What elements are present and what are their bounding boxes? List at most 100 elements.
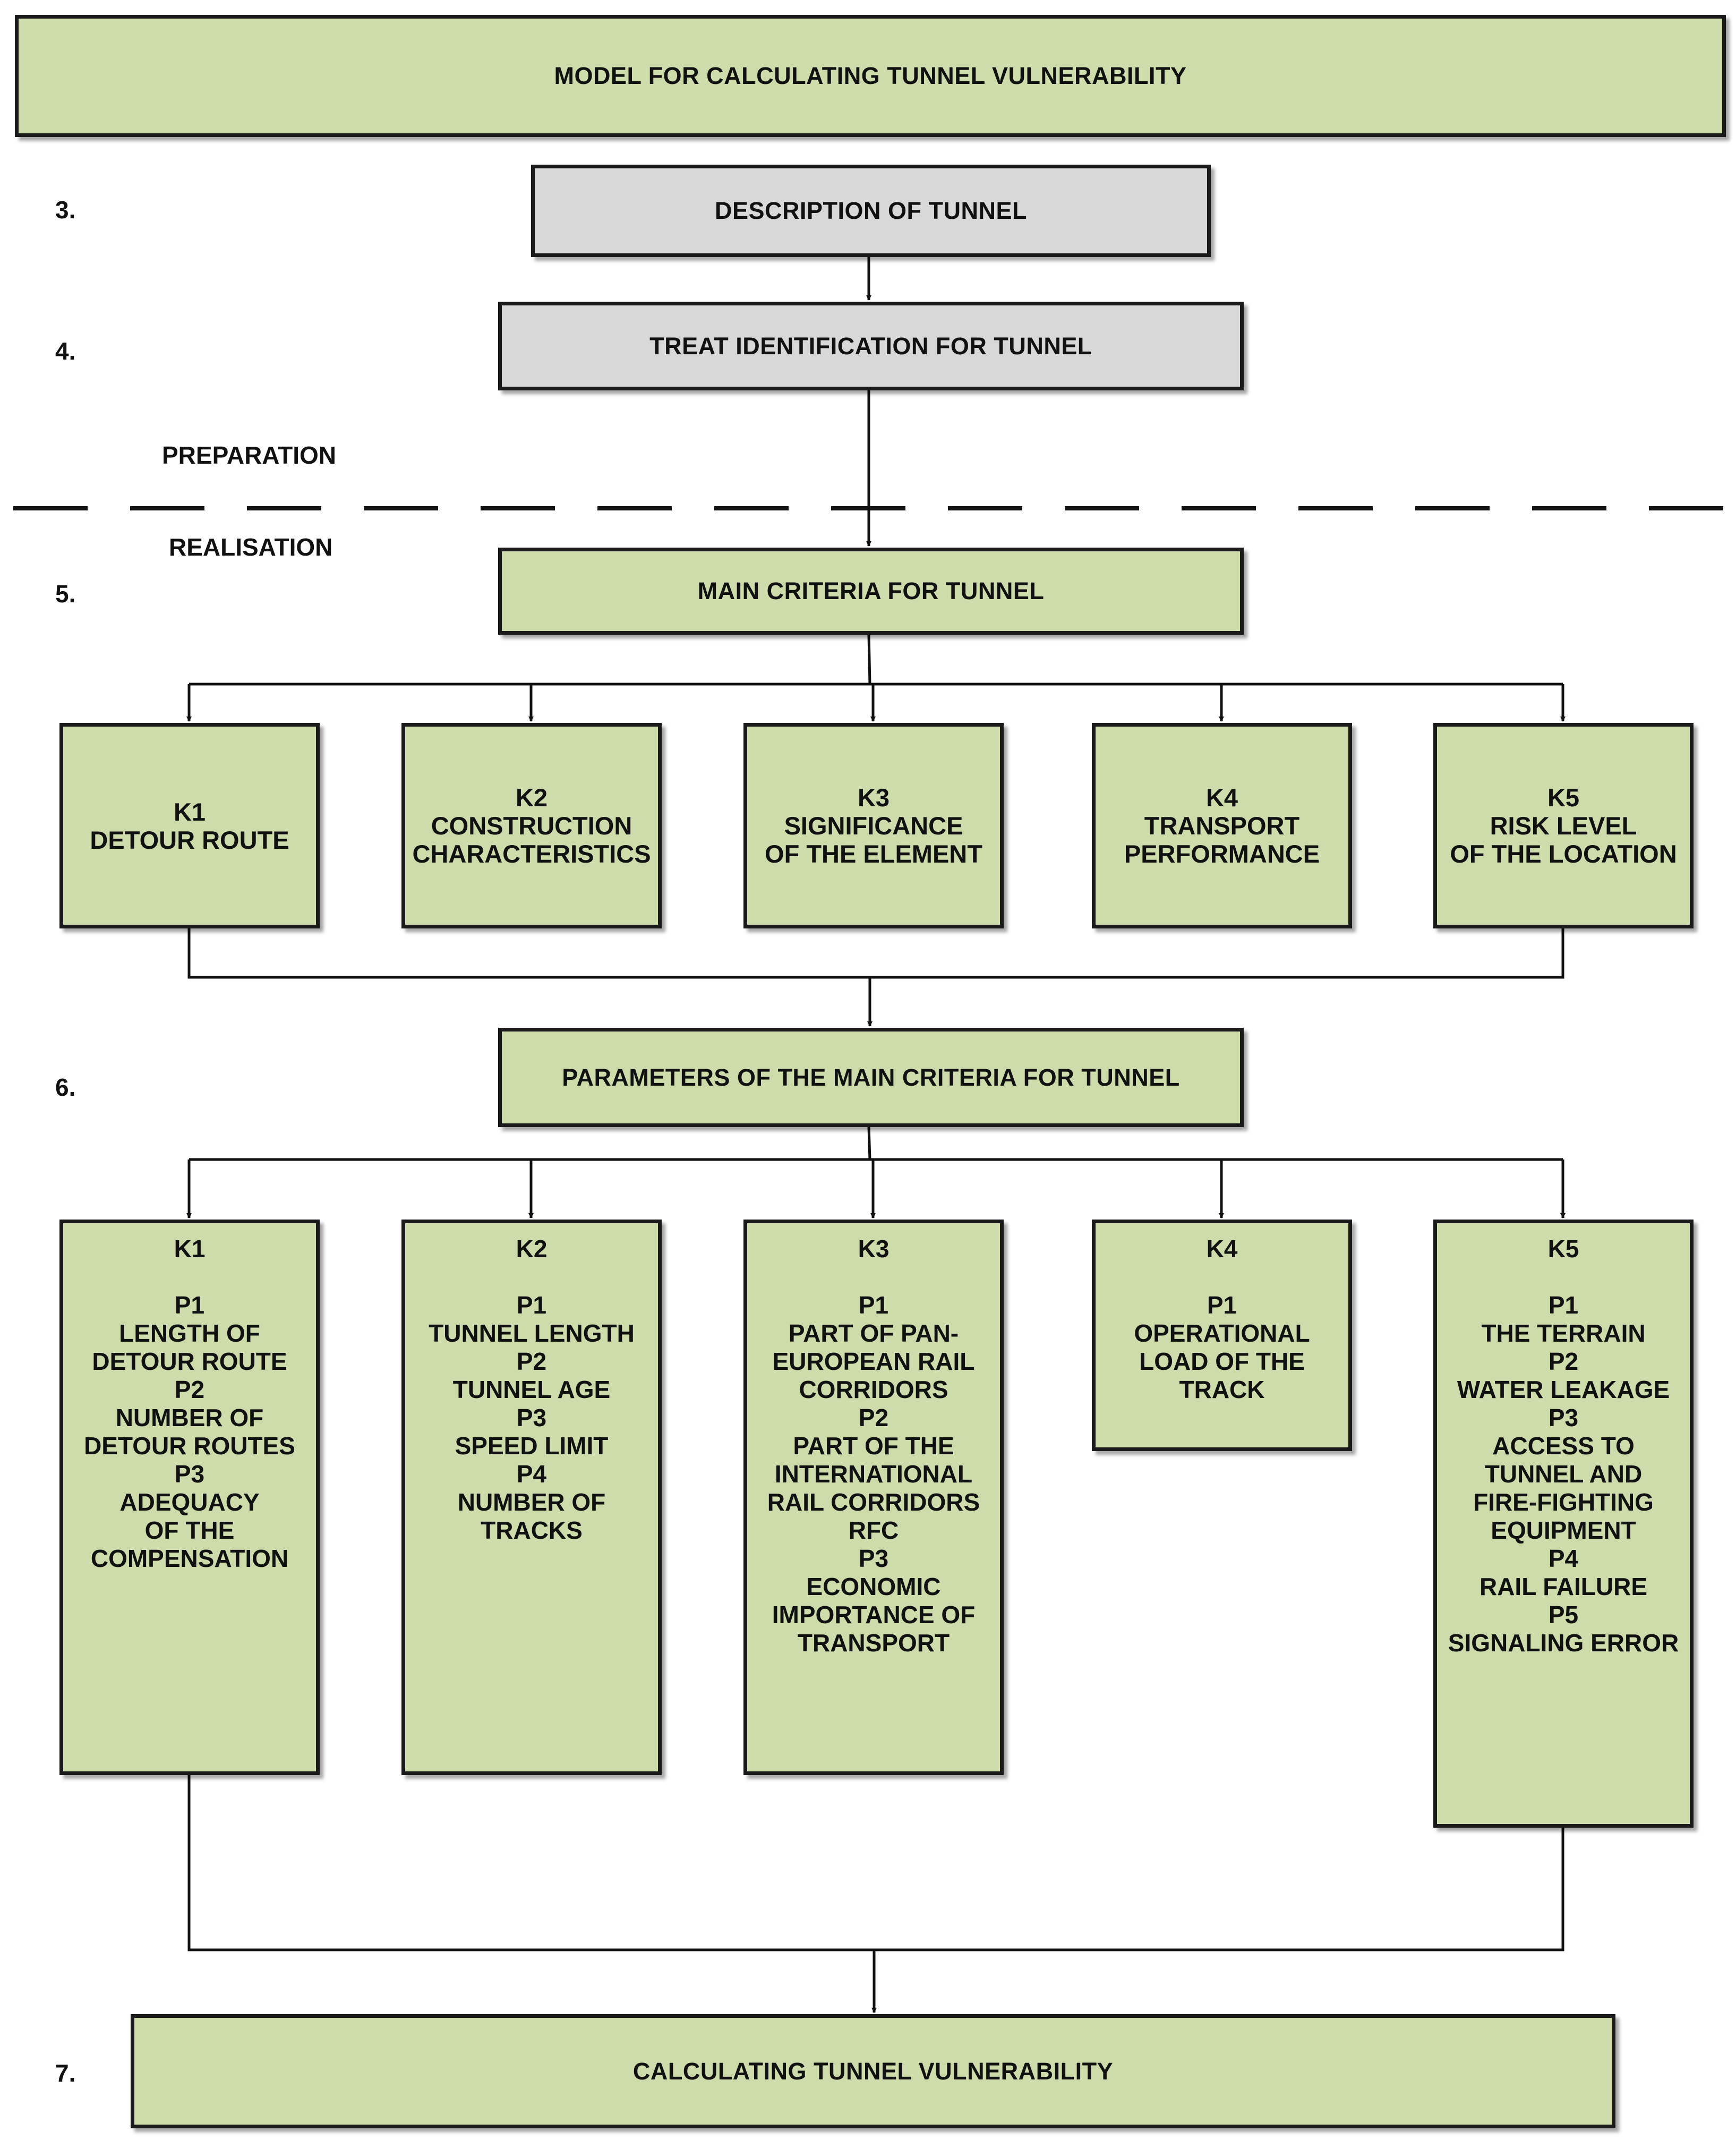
- criterion-k5-box: K5 RISK LEVEL OF THE LOCATION: [1433, 723, 1694, 928]
- parameters-k1-line: LENGTH OF: [119, 1319, 260, 1347]
- parameters-k4-line: OPERATIONAL: [1134, 1319, 1310, 1347]
- parameters-k3-line: RAIL CORRIDORS: [767, 1488, 980, 1516]
- criterion-k4-box: K4 TRANSPORT PERFORMANCE: [1092, 723, 1352, 928]
- criterion-k5-line-1: RISK LEVEL: [1490, 812, 1637, 840]
- description-box: DESCRIPTION OF TUNNEL: [531, 165, 1211, 257]
- parameters-k4-code: K4: [1206, 1235, 1238, 1263]
- parameters-k2-line: TUNNEL LENGTH: [429, 1319, 635, 1347]
- main-criteria-text: MAIN CRITERIA FOR TUNNEL: [697, 577, 1045, 604]
- parameters-k5-code: K5: [1547, 1235, 1579, 1263]
- parameters-k5-line: ACCESS TO: [1492, 1432, 1635, 1460]
- parameters-k4-line: TRACK: [1179, 1376, 1265, 1403]
- parameters-k4-box: K4 P1 OPERATIONAL LOAD OF THE TRACK: [1092, 1220, 1352, 1451]
- parameters-k5-line: FIRE-FIGHTING: [1473, 1488, 1654, 1516]
- parameters-k2-line: P2: [516, 1348, 547, 1375]
- parameters-k5-line: SIGNALING ERROR: [1448, 1629, 1679, 1657]
- parameters-k1-line: P3: [174, 1460, 205, 1488]
- connector-parameters-merge: [187, 1775, 1564, 1951]
- parameters-k4-line: LOAD OF THE: [1139, 1348, 1305, 1375]
- parameters-k4-line: P1: [1207, 1291, 1237, 1319]
- connector-criteria-merge: [187, 928, 1564, 979]
- parameters-k1-line: P1: [174, 1291, 205, 1319]
- criterion-k4-code: K4: [1205, 783, 1238, 812]
- criterion-k3-line-2: OF THE ELEMENT: [765, 840, 982, 868]
- parameters-k3-line: RFC: [848, 1516, 899, 1544]
- treat-identification-text: TREAT IDENTIFICATION FOR TUNNEL: [649, 332, 1092, 360]
- step-6-label: 6.: [55, 1073, 76, 1101]
- parameters-text: PARAMETERS OF THE MAIN CRITERIA FOR TUNN…: [562, 1063, 1180, 1091]
- parameters-k3-code: K3: [858, 1235, 890, 1263]
- criterion-k3-box: K3 SIGNIFICANCE OF THE ELEMENT: [743, 723, 1004, 928]
- parameters-k5-line: TUNNEL AND: [1484, 1460, 1643, 1488]
- parameters-k2-line: P4: [516, 1460, 547, 1488]
- parameters-k1-line: DETOUR ROUTES: [84, 1432, 295, 1460]
- parameters-k1-line: ADEQUACY: [119, 1488, 260, 1516]
- parameters-k2-line: TRACKS: [481, 1516, 583, 1544]
- parameters-k2-line: SPEED LIMIT: [455, 1432, 609, 1460]
- criterion-k3-line-1: SIGNIFICANCE: [784, 812, 963, 840]
- parameters-k1-line: P2: [174, 1376, 205, 1403]
- calculating-box: CALCULATING TUNNEL VULNERABILITY: [131, 2014, 1615, 2128]
- parameters-k2-line: P3: [516, 1404, 547, 1431]
- parameters-k1-line: NUMBER OF: [115, 1404, 264, 1431]
- criterion-k4-line-1: TRANSPORT: [1144, 812, 1300, 840]
- parameters-k5-line: P2: [1548, 1348, 1579, 1375]
- criterion-k2-box: K2 CONSTRUCTION CHARACTERISTICS: [401, 723, 662, 928]
- step-7-label: 7.: [55, 2059, 76, 2087]
- criterion-k5-line-2: OF THE LOCATION: [1450, 840, 1677, 868]
- parameters-k5-line: WATER LEAKAGE: [1457, 1376, 1670, 1403]
- parameters-k2-line: P1: [516, 1291, 547, 1319]
- parameters-box: PARAMETERS OF THE MAIN CRITERIA FOR TUNN…: [498, 1028, 1244, 1127]
- parameters-k3-line: INTERNATIONAL: [774, 1460, 973, 1488]
- criterion-k2-code: K2: [515, 783, 548, 812]
- parameters-k3-line: P1: [858, 1291, 889, 1319]
- parameters-k2-line: NUMBER OF: [457, 1488, 606, 1516]
- calculating-text: CALCULATING TUNNEL VULNERABILITY: [632, 2057, 1114, 2085]
- criterion-k3-code: K3: [857, 783, 890, 812]
- step-5-label: 5.: [55, 580, 76, 608]
- connector-main-criteria-split: [867, 634, 871, 685]
- parameters-k3-line: TRANSPORT: [797, 1629, 950, 1657]
- criterion-k2-line-1: CONSTRUCTION: [431, 812, 632, 840]
- parameters-k5-line: P4: [1548, 1545, 1579, 1572]
- parameters-k5-line: EQUIPMENT: [1491, 1516, 1636, 1544]
- treat-identification-box: TREAT IDENTIFICATION FOR TUNNEL: [498, 302, 1244, 390]
- title-text: MODEL FOR CALCULATING TUNNEL VULNERABILI…: [554, 62, 1187, 89]
- parameters-k3-line: P2: [858, 1404, 889, 1431]
- main-criteria-box: MAIN CRITERIA FOR TUNNEL: [498, 548, 1244, 635]
- parameters-k3-line: CORRIDORS: [799, 1376, 948, 1403]
- description-text: DESCRIPTION OF TUNNEL: [714, 197, 1027, 224]
- parameters-k1-line: OF THE: [144, 1516, 235, 1544]
- parameters-k5-line: P3: [1548, 1404, 1579, 1431]
- parameters-k5-line: THE TERRAIN: [1481, 1319, 1646, 1347]
- parameters-k3-line: PART OF PAN-: [788, 1319, 959, 1347]
- parameters-k5-box: K5 P1 THE TERRAIN P2 WATER LEAKAGE P3 AC…: [1433, 1220, 1694, 1828]
- realisation-label: REALISATION: [169, 533, 333, 561]
- parameters-k2-box: K2 P1 TUNNEL LENGTH P2 TUNNEL AGE P3 SPE…: [401, 1220, 662, 1775]
- step-4-label: 4.: [55, 337, 76, 365]
- parameters-k2-code: K2: [516, 1235, 548, 1263]
- criterion-k5-code: K5: [1547, 783, 1580, 812]
- parameters-k2-line: TUNNEL AGE: [452, 1376, 611, 1403]
- criterion-k1-line-1: DETOUR ROUTE: [90, 825, 289, 854]
- preparation-label: PREPARATION: [162, 441, 336, 469]
- parameters-k3-line: EUROPEAN RAIL: [772, 1348, 975, 1375]
- parameters-k5-line: RAIL FAILURE: [1479, 1573, 1648, 1600]
- step-3-label: 3.: [55, 196, 76, 224]
- title-box: MODEL FOR CALCULATING TUNNEL VULNERABILI…: [15, 15, 1726, 137]
- parameters-k3-line: IMPORTANCE OF: [772, 1601, 976, 1629]
- parameters-k1-line: COMPENSATION: [90, 1545, 289, 1572]
- parameters-k3-box: K3 P1 PART OF PAN- EUROPEAN RAIL CORRIDO…: [743, 1220, 1004, 1775]
- parameters-k1-code: K1: [174, 1235, 206, 1263]
- parameters-k5-line: P1: [1548, 1291, 1579, 1319]
- parameters-k1-box: K1 P1 LENGTH OF DETOUR ROUTE P2 NUMBER O…: [59, 1220, 320, 1775]
- criterion-k4-line-2: PERFORMANCE: [1124, 840, 1320, 868]
- parameters-k1-line: DETOUR ROUTE: [92, 1348, 287, 1375]
- parameters-k3-line: P3: [858, 1545, 889, 1572]
- connector-parameters-split: [867, 1127, 871, 1160]
- parameters-k5-line: P5: [1548, 1601, 1579, 1629]
- criterion-k1-code: K1: [173, 797, 206, 826]
- criterion-k2-line-2: CHARACTERISTICS: [412, 840, 651, 868]
